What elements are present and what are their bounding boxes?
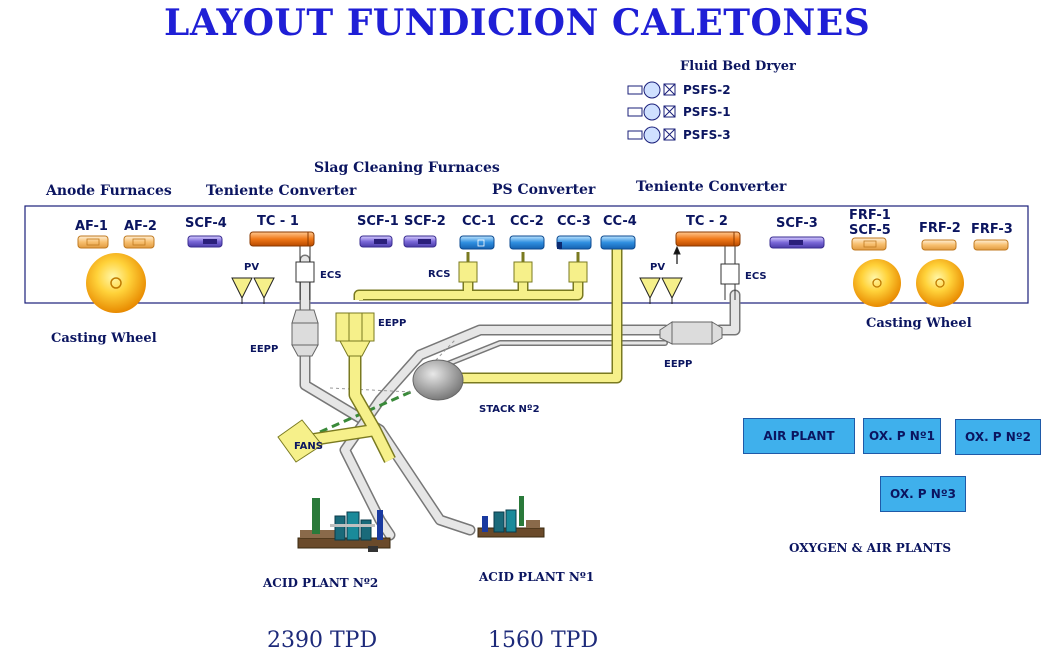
dryer-psfs3-label: PSFS-3 — [683, 128, 731, 142]
eepp-left-unit — [291, 309, 319, 357]
scf2-furnace — [403, 235, 437, 248]
acid-plant-2-label: ACID PLANT Nº2 — [263, 576, 379, 590]
frf3-furnace — [973, 239, 1009, 251]
cc3-label: CC-3 — [557, 214, 591, 229]
yellow-ducts — [309, 248, 623, 463]
ecs-left-unit — [295, 246, 315, 300]
casting-wheel-right-1 — [853, 259, 901, 307]
frf1-label: FRF-1 — [849, 208, 891, 223]
scf1-furnace — [359, 235, 393, 248]
cc3-converter — [556, 235, 592, 250]
anode-furnace-af1 — [77, 235, 109, 249]
slag-cleaning-heading: Slag Cleaning Furnaces — [314, 160, 500, 176]
rcs-label: RCS — [428, 269, 451, 280]
scf2-label: SCF-2 — [404, 214, 446, 229]
page-title: LAYOUT FUNDICION CALETONES — [164, 2, 871, 44]
acid-plant-1-capacity: 1560 TPD — [488, 628, 599, 653]
acid-plant-2-illustration — [297, 498, 391, 552]
ecs-right-unit — [720, 246, 740, 300]
anode-furnace-af2 — [123, 235, 155, 249]
scf3-label: SCF-3 — [776, 216, 818, 231]
teniente-converter-left-heading: Teniente Converter — [206, 183, 357, 199]
eepp-left-label: EEPP — [250, 344, 279, 355]
fans-label: FANS — [294, 441, 323, 452]
af2-label: AF-2 — [124, 219, 157, 234]
dryer-psfs2-icon — [627, 81, 676, 99]
dryer-psfs1-label: PSFS-1 — [683, 105, 731, 119]
acid-plant-1-label: ACID PLANT Nº1 — [479, 570, 595, 584]
stack-label: STACK Nº2 — [479, 404, 540, 415]
grey-ducts — [299, 254, 741, 541]
acid-plant-2-capacity: 2390 TPD — [267, 628, 378, 653]
stack-links — [319, 339, 456, 434]
oxygen-plants-caption: OXYGEN & AIR PLANTS — [789, 541, 952, 555]
tc1-label: TC - 1 — [257, 214, 299, 229]
pv-right-hoppers — [639, 245, 683, 304]
cc4-label: CC-4 — [603, 214, 637, 229]
casting-wheel-left — [86, 253, 146, 313]
ox-plant-2-box: OX. P Nº2 — [955, 419, 1041, 455]
cc1-label: CC-1 — [462, 214, 496, 229]
scf4-furnace — [187, 235, 223, 248]
ox-plant-3-box: OX. P Nº3 — [880, 476, 966, 512]
building-frame — [24, 205, 1029, 304]
rcs-units — [458, 261, 588, 283]
scf4-label: SCF-4 — [185, 216, 227, 231]
eepp-right-unit — [659, 321, 723, 345]
teniente-converter-right-heading: Teniente Converter — [636, 179, 787, 195]
scf1-label: SCF-1 — [357, 214, 399, 229]
tc1-converter — [249, 231, 315, 247]
ox-plant-1-box: OX. P Nº1 — [863, 418, 941, 454]
pv-left-hoppers — [231, 277, 275, 304]
tc2-converter — [675, 231, 741, 247]
dryer-heading: Fluid Bed Dryer — [680, 59, 796, 74]
ecs-left-label: ECS — [320, 270, 342, 281]
eepp-right-label: EEPP — [664, 359, 693, 370]
cc1-converter — [459, 235, 495, 250]
frf2-label: FRF-2 — [919, 221, 961, 236]
af1-label: AF-1 — [75, 219, 108, 234]
frf1-furnace — [851, 237, 887, 251]
stack-2 — [412, 359, 464, 401]
dryer-psfs2-label: PSFS-2 — [683, 83, 731, 97]
scf5-label: SCF-5 — [849, 223, 891, 238]
cc2-label: CC-2 — [510, 214, 544, 229]
pv-right-label: PV — [650, 262, 666, 273]
casting-wheel-right-2 — [916, 259, 964, 307]
pv-left-label: PV — [244, 262, 260, 273]
cc2-converter — [509, 235, 545, 250]
anode-furnaces-heading: Anode Furnaces — [46, 183, 172, 199]
ecs-right-label: ECS — [745, 271, 767, 282]
frf2-furnace — [921, 239, 957, 251]
frf3-label: FRF-3 — [971, 222, 1013, 237]
eepp-center-label: EEPP — [378, 318, 407, 329]
ps-converter-heading: PS Converter — [492, 182, 596, 198]
dryer-psfs1-icon — [627, 103, 676, 121]
dryer-psfs3-icon — [627, 126, 676, 144]
acid-plant-1-illustration — [477, 496, 545, 538]
air-plant-box: AIR PLANT — [743, 418, 855, 454]
scf3-furnace — [769, 236, 825, 249]
casting-wheel-right-label: Casting Wheel — [866, 316, 972, 331]
tc2-label: TC - 2 — [686, 214, 728, 229]
cc4-converter — [600, 235, 636, 250]
fans-unit — [277, 419, 323, 463]
eepp-center-unit — [335, 312, 375, 357]
casting-wheel-left-label: Casting Wheel — [51, 331, 157, 346]
